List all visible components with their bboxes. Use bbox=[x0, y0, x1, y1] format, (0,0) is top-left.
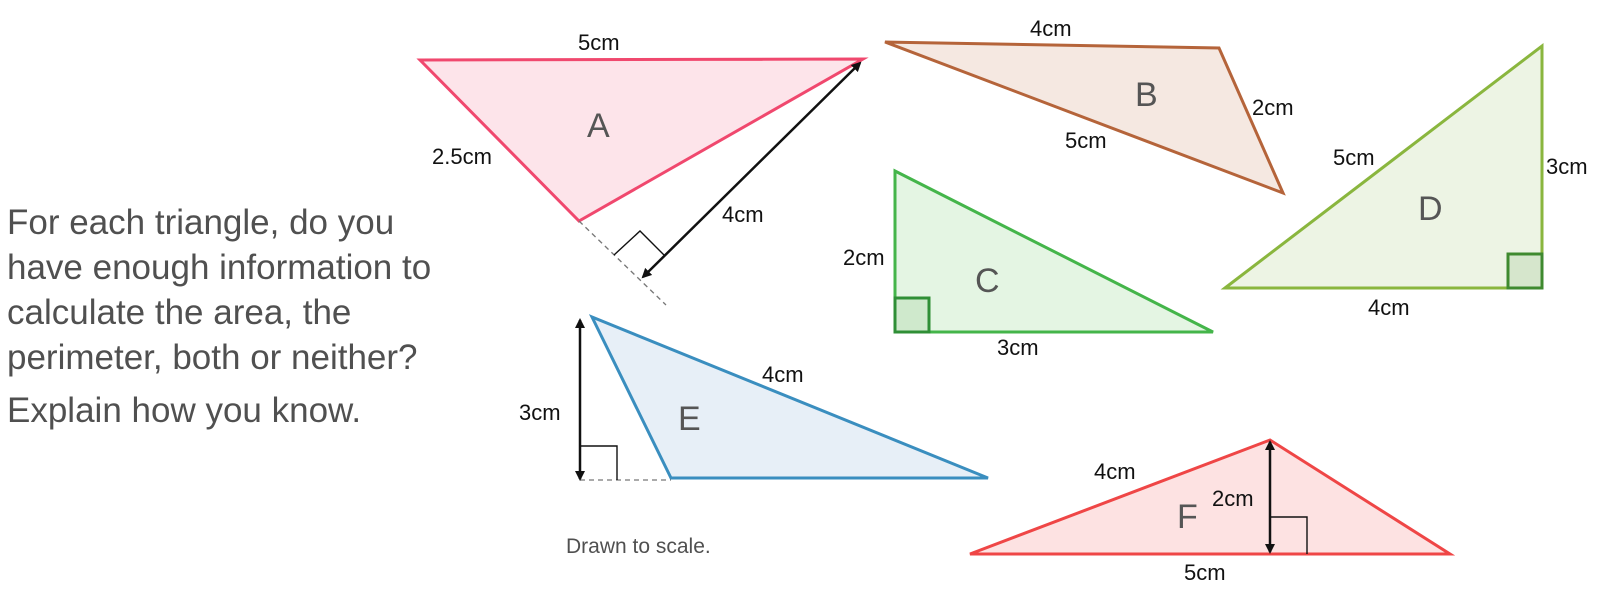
triangle-f: 4cm 2cm 5cm F bbox=[969, 438, 1456, 585]
triangle-b-right-label: 2cm bbox=[1252, 95, 1294, 120]
triangle-a-shape bbox=[416, 57, 869, 223]
triangle-a-top-label: 5cm bbox=[578, 30, 620, 55]
triangle-b: 4cm 2cm 5cm B bbox=[884, 16, 1294, 196]
triangle-a: 5cm 2.5cm 4cm A bbox=[416, 30, 869, 306]
triangle-c: 2cm 3cm C bbox=[843, 168, 1214, 360]
triangle-f-shape bbox=[969, 438, 1456, 556]
triangle-a-height-label: 4cm bbox=[722, 202, 764, 227]
question-text: For each triangle, do you have enough in… bbox=[7, 200, 477, 433]
triangle-b-shape bbox=[884, 40, 1286, 196]
triangle-d-right-angle bbox=[1506, 252, 1544, 290]
triangle-d-right-label: 3cm bbox=[1546, 154, 1588, 179]
triangle-f-left-label: 4cm bbox=[1094, 459, 1136, 484]
triangle-c-right-angle bbox=[893, 296, 931, 334]
triangle-a-left-label: 2.5cm bbox=[432, 144, 492, 169]
triangle-e: 3cm 4cm E bbox=[519, 314, 989, 481]
triangle-f-letter: F bbox=[1177, 498, 1198, 536]
triangle-e-right-angle bbox=[580, 445, 618, 480]
triangle-e-letter: E bbox=[678, 400, 701, 438]
triangle-d: 5cm 3cm 4cm D bbox=[1220, 42, 1588, 320]
triangle-b-top-label: 4cm bbox=[1030, 16, 1072, 41]
question-prompt: For each triangle, do you have enough in… bbox=[7, 203, 432, 377]
triangle-a-letter: A bbox=[587, 107, 610, 145]
triangle-c-letter: C bbox=[975, 262, 1000, 300]
triangle-c-bottom-label: 3cm bbox=[997, 335, 1039, 360]
triangle-b-letter: B bbox=[1135, 76, 1158, 114]
triangle-d-bottom-label: 4cm bbox=[1368, 295, 1410, 320]
triangle-f-right-angle bbox=[1270, 516, 1308, 554]
triangle-a-extension bbox=[578, 220, 667, 306]
triangle-a-right-angle bbox=[613, 230, 666, 257]
triangle-f-height-label: 2cm bbox=[1212, 486, 1254, 511]
triangle-e-side-label: 4cm bbox=[762, 362, 804, 387]
question-explain: Explain how you know. bbox=[7, 391, 362, 430]
triangle-c-left-label: 2cm bbox=[843, 245, 885, 270]
triangle-a-height-arrow bbox=[641, 61, 862, 279]
triangle-e-height-label: 3cm bbox=[519, 400, 561, 425]
triangle-b-bottom-label: 5cm bbox=[1065, 128, 1107, 153]
scale-note: Drawn to scale. bbox=[566, 535, 711, 558]
triangle-d-hyp-label: 5cm bbox=[1333, 145, 1375, 170]
triangle-c-shape bbox=[893, 168, 1214, 334]
triangle-d-shape bbox=[1220, 42, 1544, 290]
triangle-e-shape bbox=[588, 314, 989, 480]
triangle-d-letter: D bbox=[1418, 190, 1443, 228]
triangle-f-base-label: 5cm bbox=[1184, 560, 1226, 585]
